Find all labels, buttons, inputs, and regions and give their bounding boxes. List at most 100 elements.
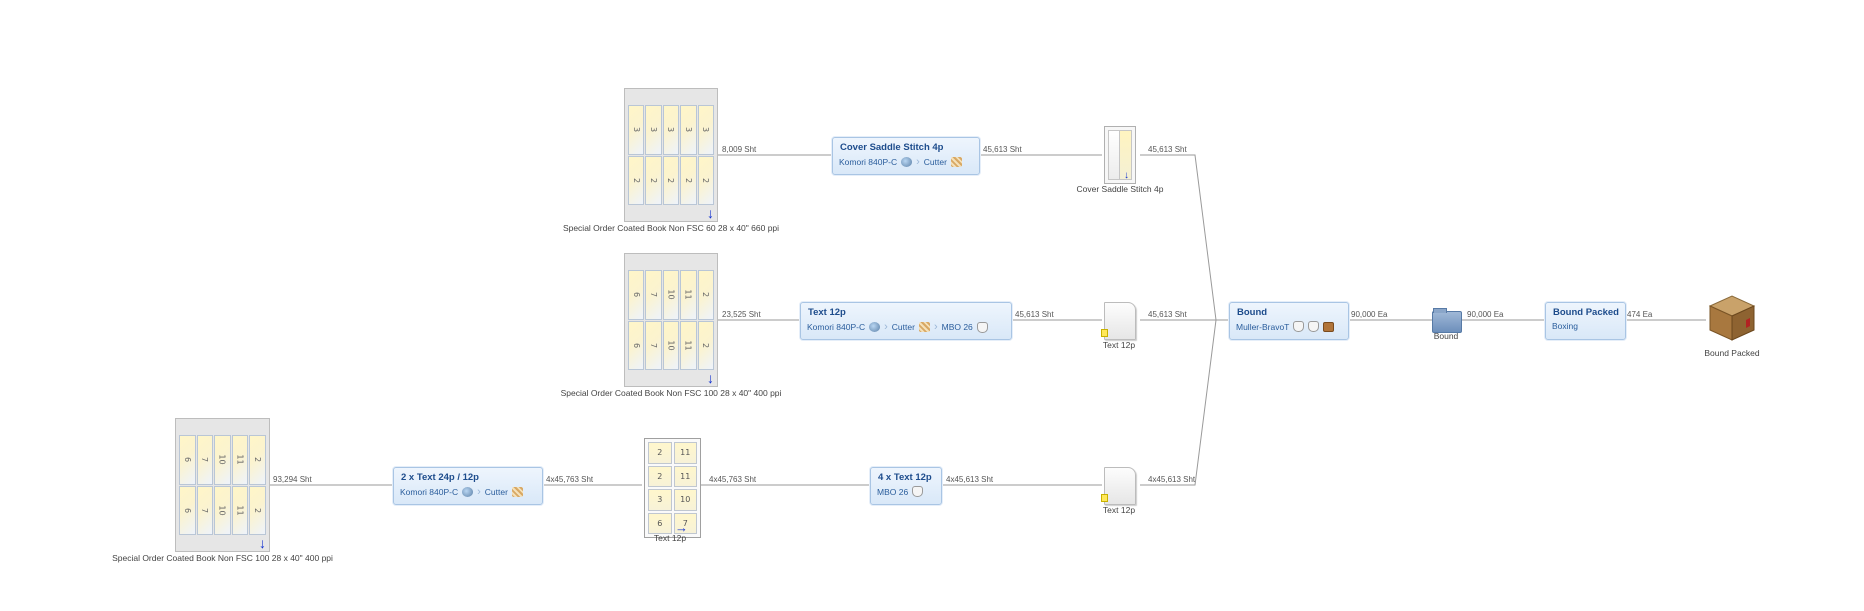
hand-icon	[1293, 321, 1305, 332]
step-cutter[interactable]: Cutter	[892, 322, 930, 332]
page-cell: 2	[662, 155, 680, 205]
page-cell: 7	[645, 320, 662, 370]
page-cell: 6	[628, 270, 645, 320]
cutter-icon	[918, 322, 930, 332]
page-cell: 2	[648, 442, 672, 464]
process-bound-packed[interactable]: Bound Packed Boxing	[1545, 302, 1626, 340]
process-bound[interactable]: Bound Muller-BravoT	[1229, 302, 1349, 340]
qty-label: 90,000 Ea	[1351, 310, 1388, 319]
qty-label: 8,009 Sht	[722, 145, 757, 154]
process-title: 2 x Text 24p / 12p	[401, 472, 479, 483]
hand-icon	[1308, 321, 1320, 332]
text-component[interactable]	[1101, 467, 1136, 505]
qty-label: 45,613 Sht	[983, 145, 1022, 154]
step-press[interactable]: Komori 840P-C	[839, 157, 913, 167]
page-cell: 6	[628, 320, 645, 370]
component-caption: Cover Saddle Stitch 4p	[1076, 184, 1164, 194]
page-cell: 6	[179, 435, 196, 485]
down-arrow-icon: ↓	[1124, 170, 1129, 181]
process-4x-text-12p[interactable]: 4 x Text 12p MBO 26	[870, 467, 942, 505]
qty-label: 45,613 Sht	[1148, 310, 1187, 319]
page-cell: 11	[231, 485, 249, 535]
process-title: Bound Packed	[1553, 307, 1619, 318]
page-cell: 3	[628, 105, 645, 155]
hand-icon	[976, 321, 988, 333]
chevron-icon: ›	[916, 156, 920, 168]
process-title: Cover Saddle Stitch 4p	[840, 142, 944, 153]
qty-label: 45,613 Sht	[1148, 145, 1187, 154]
page-cell: 7	[645, 270, 662, 320]
qty-label: 4x45,763 Sht	[546, 475, 594, 484]
link-coverpart-bound	[1140, 154, 1229, 321]
material-caption: Special Order Coated Book Non FSC 100 28…	[112, 553, 333, 563]
step-press[interactable]: Komori 840P-C	[807, 322, 881, 332]
qty-label: 474 Ea	[1627, 310, 1653, 319]
page-cell: 2	[249, 485, 266, 535]
page-cell: 3	[648, 489, 672, 511]
qty-label: 4x45,613 Sht	[946, 475, 994, 484]
chevron-icon: ›	[477, 486, 481, 498]
page-cell: 11	[673, 442, 697, 464]
chevron-icon: ›	[933, 321, 938, 333]
paper-sheet-60[interactable]: 3 3 3 3 3 2 2 2 2 2 ↓	[624, 88, 718, 222]
qty-label: 4x45,613 Sht	[1148, 475, 1196, 484]
text-imposition[interactable]: 2 11 2 11 3 10 6 7 →	[644, 438, 701, 538]
material-caption: Special Order Coated Book Non FSC 60 28 …	[562, 223, 780, 233]
page-cell: 10	[662, 320, 680, 370]
paper-sheet-100[interactable]: 6 7 10 11 2 6 7 10 11 2 ↓	[624, 253, 718, 387]
page-cell: 11	[680, 320, 697, 370]
qty-label: 93,294 Sht	[273, 475, 312, 484]
link-textlow-bound	[1140, 319, 1217, 486]
step-folder[interactable]: MBO 26	[877, 486, 924, 497]
process-text-12p[interactable]: Text 12p Komori 840P-C › Cutter › MBO 26	[800, 302, 1012, 340]
step-binder[interactable]: Muller-BravoT	[1236, 321, 1335, 332]
component-caption: Bound Packed	[1704, 348, 1760, 358]
qty-label: 4x45,763 Sht	[709, 475, 757, 484]
down-arrow-icon: ↓	[707, 205, 714, 221]
page-cell: 3	[645, 105, 662, 155]
page-cell: 10	[214, 485, 231, 535]
page-cell: 7	[673, 512, 697, 534]
page-cell: 2	[249, 435, 266, 485]
carton-icon[interactable]	[1706, 292, 1758, 342]
step-cutter[interactable]: Cutter	[924, 157, 962, 167]
cutter-icon	[511, 487, 523, 497]
process-text-24p[interactable]: 2 x Text 24p / 12p Komori 840P-C › Cutte…	[393, 467, 543, 505]
cover-component[interactable]: ↓	[1104, 126, 1136, 184]
page-cell: 6	[179, 485, 196, 535]
step-press[interactable]: Komori 840P-C	[400, 487, 474, 497]
process-cover-saddle-stitch[interactable]: Cover Saddle Stitch 4p Komori 840P-C › C…	[832, 137, 980, 175]
component-caption: Text 12p	[1102, 340, 1136, 350]
page-cell: 2	[628, 155, 645, 205]
step-cutter[interactable]: Cutter	[485, 487, 523, 497]
page-cell: 7	[196, 485, 214, 535]
qty-label: 90,000 Ea	[1467, 310, 1504, 319]
page-cell: 11	[231, 435, 249, 485]
box-icon	[1323, 321, 1335, 332]
press-icon	[901, 157, 913, 167]
chevron-icon: ›	[884, 321, 888, 333]
page-cell: 11	[673, 465, 697, 487]
page-cell: 3	[697, 105, 714, 155]
process-title: 4 x Text 12p	[878, 472, 932, 483]
folder-icon[interactable]	[1432, 308, 1462, 333]
component-caption: Text 12p	[1102, 505, 1136, 515]
hand-icon	[912, 486, 924, 497]
page-cell: 7	[196, 435, 214, 485]
step-folder[interactable]: MBO 26	[942, 321, 988, 333]
component-caption: Text 12p	[653, 533, 687, 543]
page-cell: 11	[680, 270, 697, 320]
qty-label: 23,525 Sht	[722, 310, 761, 319]
process-title: Bound	[1237, 307, 1268, 318]
page-cell: 2	[697, 320, 714, 370]
right-arrow-icon: →	[675, 520, 688, 535]
page-cell: 10	[673, 489, 697, 511]
text-component[interactable]	[1101, 302, 1136, 340]
page-cell: 2	[648, 465, 672, 487]
press-icon	[462, 487, 474, 497]
page-cell: 2	[697, 270, 714, 320]
step-boxing[interactable]: Boxing	[1552, 321, 1578, 331]
page-cell: 3	[662, 105, 680, 155]
paper-sheet-100-lower[interactable]: 6 7 10 11 2 6 7 10 11 2 ↓	[175, 418, 270, 552]
